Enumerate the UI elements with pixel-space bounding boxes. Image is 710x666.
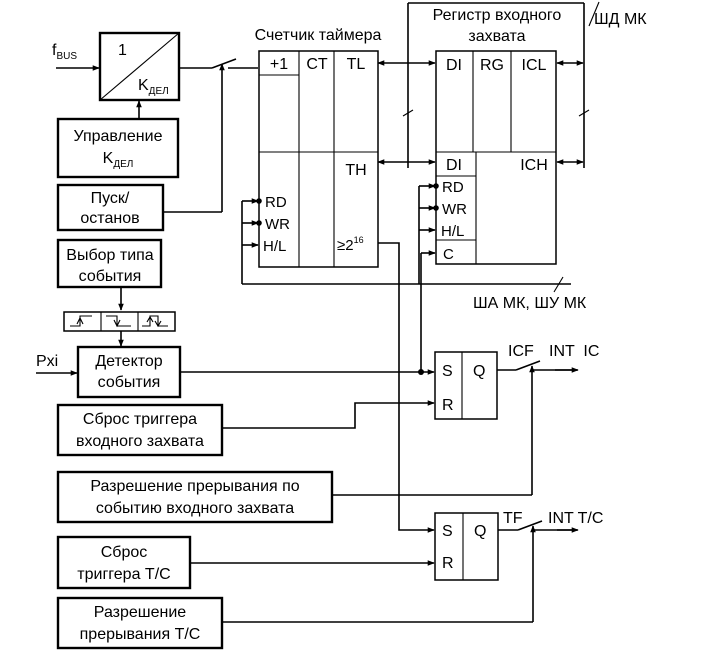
start-stop-block: Пуск/ останов: [56, 183, 165, 232]
overflow-ff-q: Q: [474, 523, 486, 540]
timer-hl: H/L: [263, 238, 286, 255]
timer-counter-title: Счетчик таймера: [255, 27, 382, 44]
int-ic-label: INT IC: [549, 343, 599, 360]
capture-interrupt-enable-block: Разрешение прерывания по событию входног…: [56, 470, 334, 524]
data-bus-tick-right: [578, 109, 590, 117]
overflow-wire: [378, 242, 435, 533]
capture-q-switch: [497, 360, 577, 371]
prescaler-control-line2: KДЕЛ: [103, 150, 134, 170]
capture-c: C: [443, 246, 454, 263]
overflow-ff-s: S: [442, 523, 453, 540]
capture-ff-q: Q: [473, 363, 485, 380]
capture-flipflop: S R Q: [434, 351, 498, 420]
event-detector-line1: Детектор: [95, 353, 162, 370]
prescaler-control-line1: Управление: [74, 128, 163, 145]
event-type-select-line1: Выбор типа: [66, 247, 154, 264]
falling-edge-icon: [106, 315, 131, 327]
capture-di-bottom: DI: [446, 157, 462, 174]
edge-selector-switch: [63, 311, 176, 332]
capture-rd: RD: [442, 179, 464, 196]
capture-register-title-line1: Регистр входного: [433, 7, 562, 24]
timer-overflow: ≥216: [337, 235, 364, 254]
capture-flag-reset-line2: входного захвата: [76, 433, 204, 450]
tc-flag-reset-line2: триггера T/C: [77, 566, 170, 583]
capture-wr: WR: [442, 201, 467, 218]
prescaler-block: 1 KДЕЛ: [98, 31, 181, 102]
timer-counter-block: +1 CT TL TH RD WR H/L ≥216: [258, 50, 379, 268]
capture-reset-wire: [222, 400, 435, 429]
timer-tl: TL: [347, 56, 366, 73]
capture-register-title-line2: захвата: [468, 28, 525, 45]
prescaler-divider-label: KДЕЛ: [138, 77, 169, 97]
capture-register-block: DI RG ICL DI ICH RD WR H/L C: [435, 50, 557, 265]
start-stop-line1: Пуск/: [91, 190, 130, 207]
pxi-label: Pxi: [36, 353, 58, 370]
tc-interrupt-enable-block: Разрешение прерывания T/C: [56, 596, 224, 650]
event-detector-line2: события: [98, 374, 161, 391]
start-stop-line2: останов: [80, 210, 139, 227]
int-tc-label: INT T/C: [548, 510, 603, 527]
prescaler-control-block: Управление KДЕЛ: [56, 117, 180, 179]
data-bus-label: ШД МК: [594, 11, 647, 28]
overflow-ff-r: R: [442, 555, 454, 572]
overflow-flipflop: S R Q: [434, 512, 499, 581]
timer-rd: RD: [265, 194, 287, 211]
capture-di-top: DI: [446, 57, 462, 74]
event-detector-block: Детектор события: [76, 345, 182, 399]
tc-interrupt-enable-line2: прерывания T/C: [80, 626, 201, 643]
tc-flag-reset-line1: Сброс: [101, 544, 148, 561]
data-bus-tick-top: [402, 109, 414, 117]
capture-flag-reset-block: Сброс триггера входного захвата: [56, 403, 224, 457]
capture-flag-reset-line1: Сброс триггера: [83, 411, 197, 428]
fbus-label: fBUS: [52, 42, 77, 62]
capture-rg: RG: [480, 57, 504, 74]
rising-edge-icon: [70, 315, 92, 327]
timer-th: TH: [345, 162, 366, 179]
capture-icl: ICL: [522, 57, 547, 74]
event-type-select-line2: события: [79, 268, 142, 285]
capture-ff-r: R: [442, 397, 454, 414]
timer-ct: CT: [306, 56, 328, 73]
timer-wr: WR: [265, 216, 290, 233]
event-type-select-block: Выбор типа события: [56, 238, 163, 289]
tc-flag-reset-block: Сброс триггера T/C: [56, 535, 192, 590]
control-bus-tick: [553, 276, 564, 293]
icf-label: ICF: [508, 343, 534, 360]
capture-ich: ICH: [520, 157, 548, 174]
prescaler-to-switch-wire: [179, 58, 258, 69]
tc-interrupt-enable-line1: Разрешение: [94, 604, 187, 621]
prescaler-ratio-label: 1: [118, 42, 127, 59]
capture-hl: H/L: [441, 223, 464, 240]
control-bus-label: ША МК, ШУ МК: [473, 295, 587, 312]
capture-ff-s: S: [442, 363, 453, 380]
timer-plus-one: +1: [270, 56, 288, 73]
both-edges-icon: [142, 315, 168, 327]
capture-interrupt-enable-line1: Разрешение прерывания по: [90, 478, 299, 495]
capture-interrupt-enable-line2: событию входного захвата: [96, 500, 294, 517]
tf-label: TF: [503, 510, 523, 527]
event-junction-dot: [418, 369, 424, 375]
data-bus-tick-label: [588, 1, 600, 27]
